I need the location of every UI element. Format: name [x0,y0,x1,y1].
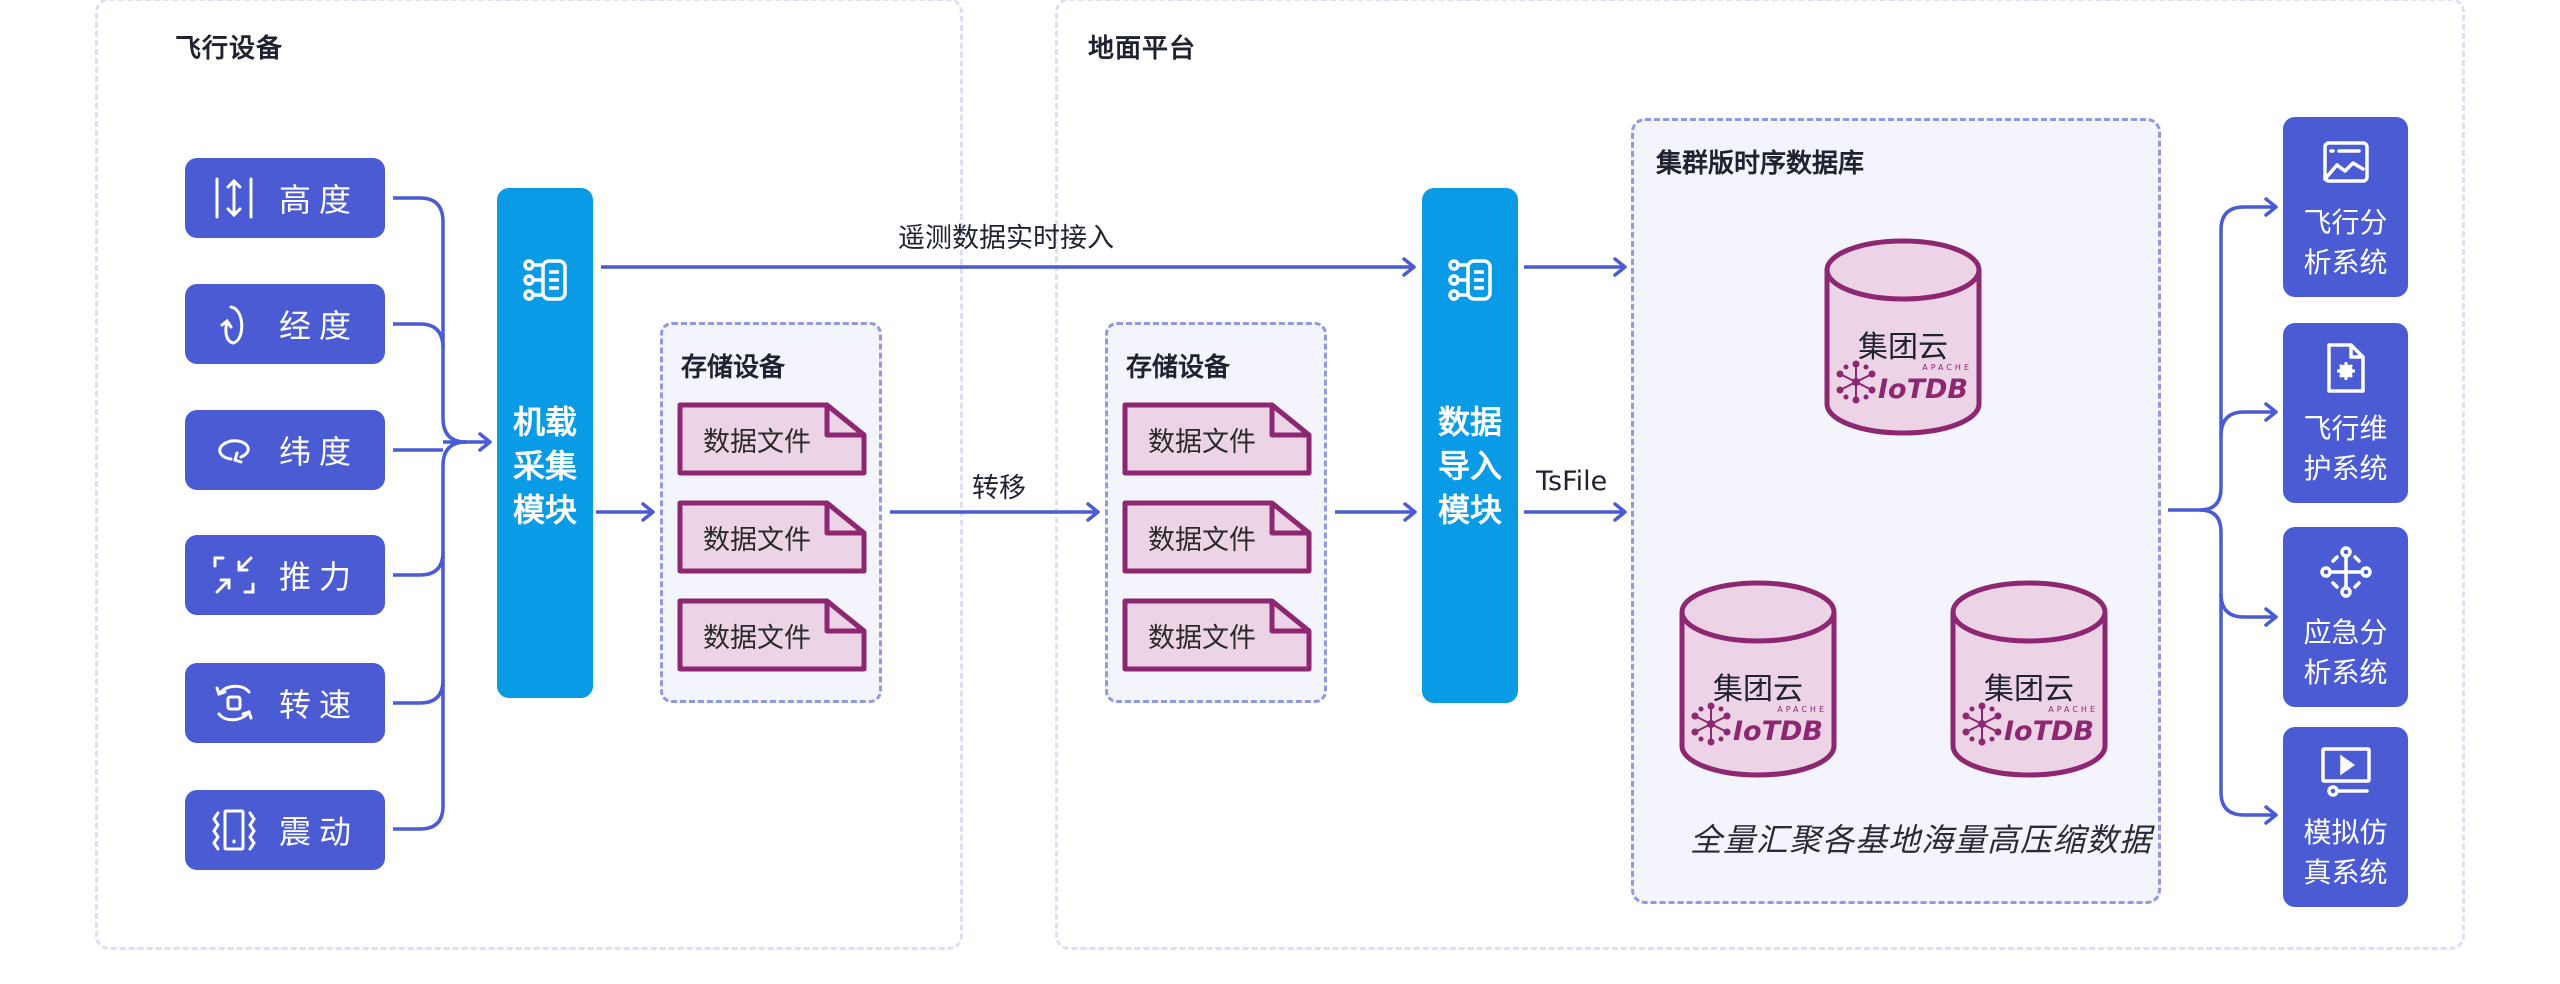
sensor-latitude: 纬度 [185,410,385,490]
ground-platform-title: 地面平台 [1088,34,1197,64]
wire-vibration [393,440,467,831]
wire-to-simulation [2219,594,2278,825]
file-shape [1122,402,1312,476]
cylinder-shape [1950,580,2108,778]
sensor-label: 震动 [279,813,360,851]
system-label: 模拟仿 真系统 [2303,816,2388,889]
vibration-phone-icon [211,807,257,853]
svg-text:IoTDB: IoTDB [2004,716,2094,746]
wire-speed [393,679,445,705]
data-file-card: 数据文件 [1122,402,1312,476]
sensor-altitude: 高度 [185,158,385,238]
system-emergency-analysis[interactable]: 应急分 析系统 [2283,527,2408,707]
rotation-speed-icon [211,680,257,726]
file-shape [677,500,867,574]
data-file-card: 数据文件 [1122,500,1312,574]
latitude-rotate-icon [211,427,257,473]
longitude-rotate-icon [211,301,257,347]
sensor-label: 高度 [279,181,360,219]
file-shape [677,598,867,672]
sensor-label: 纬度 [279,433,360,471]
video-player-icon [2321,747,2371,797]
file-label: 数据文件 [703,524,811,556]
realtime-edge-label: 遥测数据实时接入 [898,223,1114,254]
cluster-caption: 全量汇聚各基地海量高压缩数据 [1690,821,2153,859]
svg-text:APACHE: APACHE [2048,705,2098,714]
svg-text:IoTDB: IoTDB [1878,374,1968,404]
onboard-collector-module: 机载 采集 模块 [497,188,593,698]
sensor-rotation-speed: 转速 [185,663,385,743]
file-shape [1122,598,1312,672]
wire-cluster-out [2168,197,2278,512]
system-flight-maintenance[interactable]: 飞行维 护系统 [2283,323,2408,503]
file-label: 数据文件 [1148,426,1256,458]
sensor-label: 转速 [279,686,360,724]
system-label: 飞行分 析系统 [2303,206,2388,279]
db-node-label: 集团云 [1858,330,1948,365]
sensor-label: 推力 [279,558,360,596]
iotdb-logo-icon: APACHE IoTDB [1836,360,1972,404]
data-file-card: 数据文件 [677,598,867,672]
data-import-module: 数据 导入 模块 [1422,188,1518,703]
network-hub-icon [2320,546,2372,598]
wire-altitude [393,196,467,444]
cluster-title: 集群版时序数据库 [1656,149,1865,179]
svg-text:APACHE: APACHE [1922,363,1972,372]
data-file-card: 数据文件 [1122,598,1312,672]
analytics-chart-icon [2323,141,2369,183]
wire-to-maintenance [2219,402,2278,437]
altitude-icon [211,175,257,221]
data-structure-icon [1448,259,1492,301]
storage-title: 存储设备 [1126,353,1231,383]
data-file-card: 数据文件 [677,402,867,476]
file-label: 数据文件 [703,426,811,458]
iotdb-logo-icon: APACHE IoTDB [1962,702,2098,746]
wire-thrust [393,551,445,577]
document-gear-icon [2327,343,2365,393]
file-shape [1122,500,1312,574]
iotdb-logo-icon: APACHE IoTDB [1691,702,1827,746]
system-simulation[interactable]: 模拟仿 真系统 [2283,727,2408,907]
collector-label: 机载 采集 模块 [512,403,577,529]
system-flight-analysis[interactable]: 飞行分 析系统 [2283,117,2408,297]
system-label: 应急分 析系统 [2303,616,2388,689]
flight-equipment-panel [95,0,963,950]
sensor-vibration: 震动 [185,790,385,870]
file-shape [677,402,867,476]
cylinder-shape [1824,238,1982,436]
file-label: 数据文件 [1148,622,1256,654]
db-node-label: 集团云 [1984,672,2074,707]
data-structure-icon [523,259,567,301]
system-label: 飞行维 护系统 [2303,412,2388,485]
data-file-card: 数据文件 [677,500,867,574]
svg-text:IoTDB: IoTDB [1733,716,1823,746]
importer-label: 数据 导入 模块 [1437,403,1502,529]
tsfile-edge-label: TsFile [1536,466,1608,497]
cylinder-shape [1679,580,1837,778]
transfer-edge-label: 转移 [972,473,1026,504]
svg-text:APACHE: APACHE [1777,705,1827,714]
wire-longitude [393,322,445,349]
cluster-timeseries-db: 集群版时序数据库 [1631,118,2161,904]
file-label: 数据文件 [1148,524,1256,556]
db-node-label: 集团云 [1713,672,1803,707]
storage-title: 存储设备 [681,353,786,383]
sensor-thrust: 推力 [185,535,385,615]
flight-equipment-title: 飞行设备 [175,34,284,64]
wire-to-emergency [2199,508,2278,627]
thrust-compress-icon [211,552,257,598]
sensor-label: 经度 [279,307,360,345]
file-label: 数据文件 [703,622,811,654]
ground-platform-panel [1055,0,2465,950]
sensor-longitude: 经度 [185,284,385,364]
